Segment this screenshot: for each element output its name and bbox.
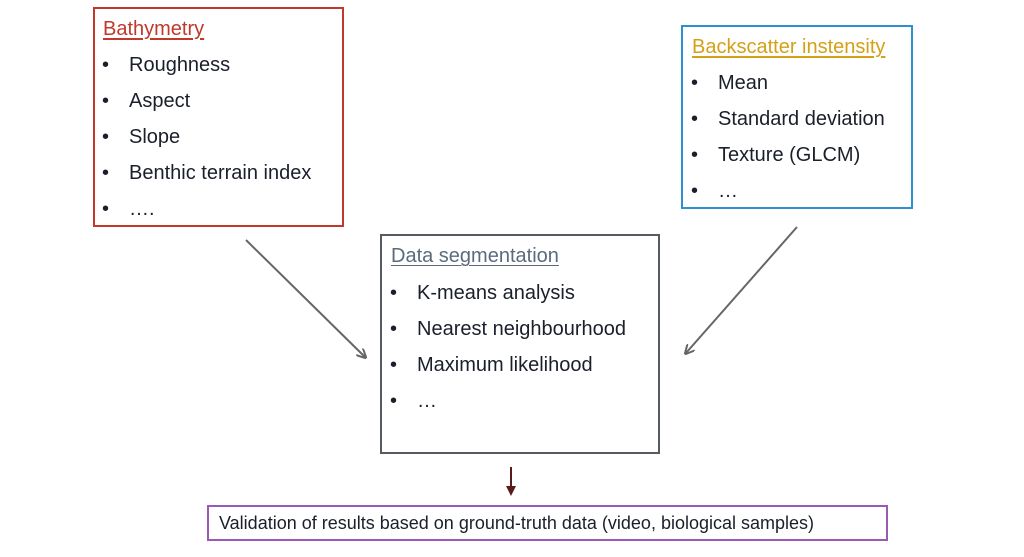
bullet-icon: • (691, 180, 699, 202)
arrow-head-down-icon (506, 486, 516, 496)
bullet-icon: • (691, 72, 699, 94)
bullet-icon: • (390, 282, 398, 304)
bathymetry-box: Bathymetry •Roughness •Aspect •Slope •Be… (93, 7, 344, 227)
validation-box: Validation of results based on ground-tr… (207, 505, 888, 541)
bathymetry-title: Bathymetry (103, 18, 205, 40)
backscatter-title: Backscatter instensity (692, 36, 886, 58)
arrow-bathymetry-to-segmentation (245, 239, 365, 357)
validation-text: Validation of results based on ground-tr… (219, 513, 815, 533)
bullet-icon: • (691, 108, 699, 130)
segmentation-box: Data segmentation •K-means analysis •Nea… (380, 234, 660, 454)
backscatter-box: Backscatter instensity •Mean •Standard d… (681, 25, 913, 209)
bullet-icon: • (102, 162, 110, 184)
bullet-icon: • (390, 390, 398, 412)
arrow-backscatter-to-segmentation (686, 226, 798, 353)
bullet-icon: • (102, 198, 110, 220)
bullet-icon: • (691, 144, 699, 166)
bullet-icon: • (102, 126, 110, 148)
bullet-icon: • (390, 354, 398, 376)
bullet-icon: • (102, 90, 110, 112)
segmentation-title: Data segmentation (391, 245, 559, 267)
bullet-icon: • (102, 54, 110, 76)
bullet-icon: • (390, 318, 398, 340)
